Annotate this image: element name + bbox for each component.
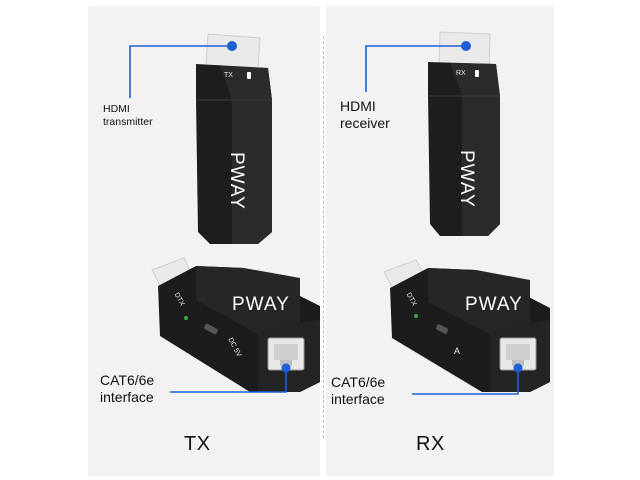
tx-box-callout-line bbox=[170, 370, 287, 393]
rx-box-callout-line bbox=[412, 370, 519, 395]
tx-dongle-led bbox=[247, 72, 251, 79]
tx-dongle-label: HDMI transmitter bbox=[103, 103, 153, 128]
rx-box-brand: PWAY bbox=[465, 294, 523, 315]
tx-dongle-label-line1: HDMI bbox=[103, 103, 130, 115]
tx-dongle-badge: TX bbox=[224, 72, 233, 79]
rx-dongle-brand: PWAY bbox=[456, 150, 477, 208]
rx-box-top-face bbox=[428, 268, 530, 334]
tx-dongle-facet bbox=[220, 66, 272, 244]
rx-cat6-box bbox=[383, 259, 550, 392]
tx-caption: TX bbox=[184, 433, 211, 455]
rx-dongle-led bbox=[475, 70, 479, 77]
tx-cat6-box bbox=[151, 257, 320, 392]
rx-interface-label: CAT6/6e interface bbox=[331, 374, 385, 408]
callout-dots bbox=[227, 41, 523, 373]
rx-box-callout-dot bbox=[513, 363, 523, 373]
rx-interface-line2: interface bbox=[331, 390, 385, 407]
tx-box-brand: PWAY bbox=[232, 294, 290, 315]
rx-box-indicator bbox=[414, 314, 418, 318]
rx-box-a-text: A bbox=[454, 346, 461, 356]
tx-interface-label: CAT6/6e interface bbox=[100, 372, 154, 406]
rx-dongle-label: HDMI receiver bbox=[340, 98, 390, 132]
divider-line bbox=[323, 36, 324, 438]
tx-box-callout-dot bbox=[281, 363, 291, 373]
tx-dongle-brand: PWAY bbox=[226, 152, 247, 210]
callouts bbox=[129, 45, 519, 395]
tx-interface-line2: interface bbox=[100, 388, 154, 405]
rx-dongle-badge: RX bbox=[456, 70, 466, 77]
tx-box-top-face bbox=[196, 266, 300, 334]
rx-dongle-callout-line bbox=[365, 45, 466, 92]
tx-dongle-callout-dot bbox=[227, 41, 237, 51]
rx-dongle-label-line2: receiver bbox=[340, 114, 390, 131]
rx-dongle-callout-dot bbox=[461, 41, 471, 51]
tx-box-indicator bbox=[184, 316, 188, 320]
tx-box-dc-port bbox=[204, 323, 218, 335]
tx-dongle-label-line2: transmitter bbox=[103, 115, 153, 128]
rx-dongle-label-line1: HDMI bbox=[340, 98, 376, 114]
tx-hdmi-dongle bbox=[196, 33, 272, 244]
rx-hdmi-dongle bbox=[428, 31, 500, 236]
tx-dongle-callout-line bbox=[129, 45, 232, 98]
tx-dongle-connector bbox=[205, 33, 261, 71]
tx-interface-line1: CAT6/6e bbox=[100, 372, 155, 388]
rx-box-port-slot bbox=[435, 324, 449, 334]
rx-caption: RX bbox=[416, 433, 445, 455]
rx-interface-line1: CAT6/6e bbox=[331, 374, 386, 390]
rx-dongle-facet bbox=[450, 63, 500, 236]
